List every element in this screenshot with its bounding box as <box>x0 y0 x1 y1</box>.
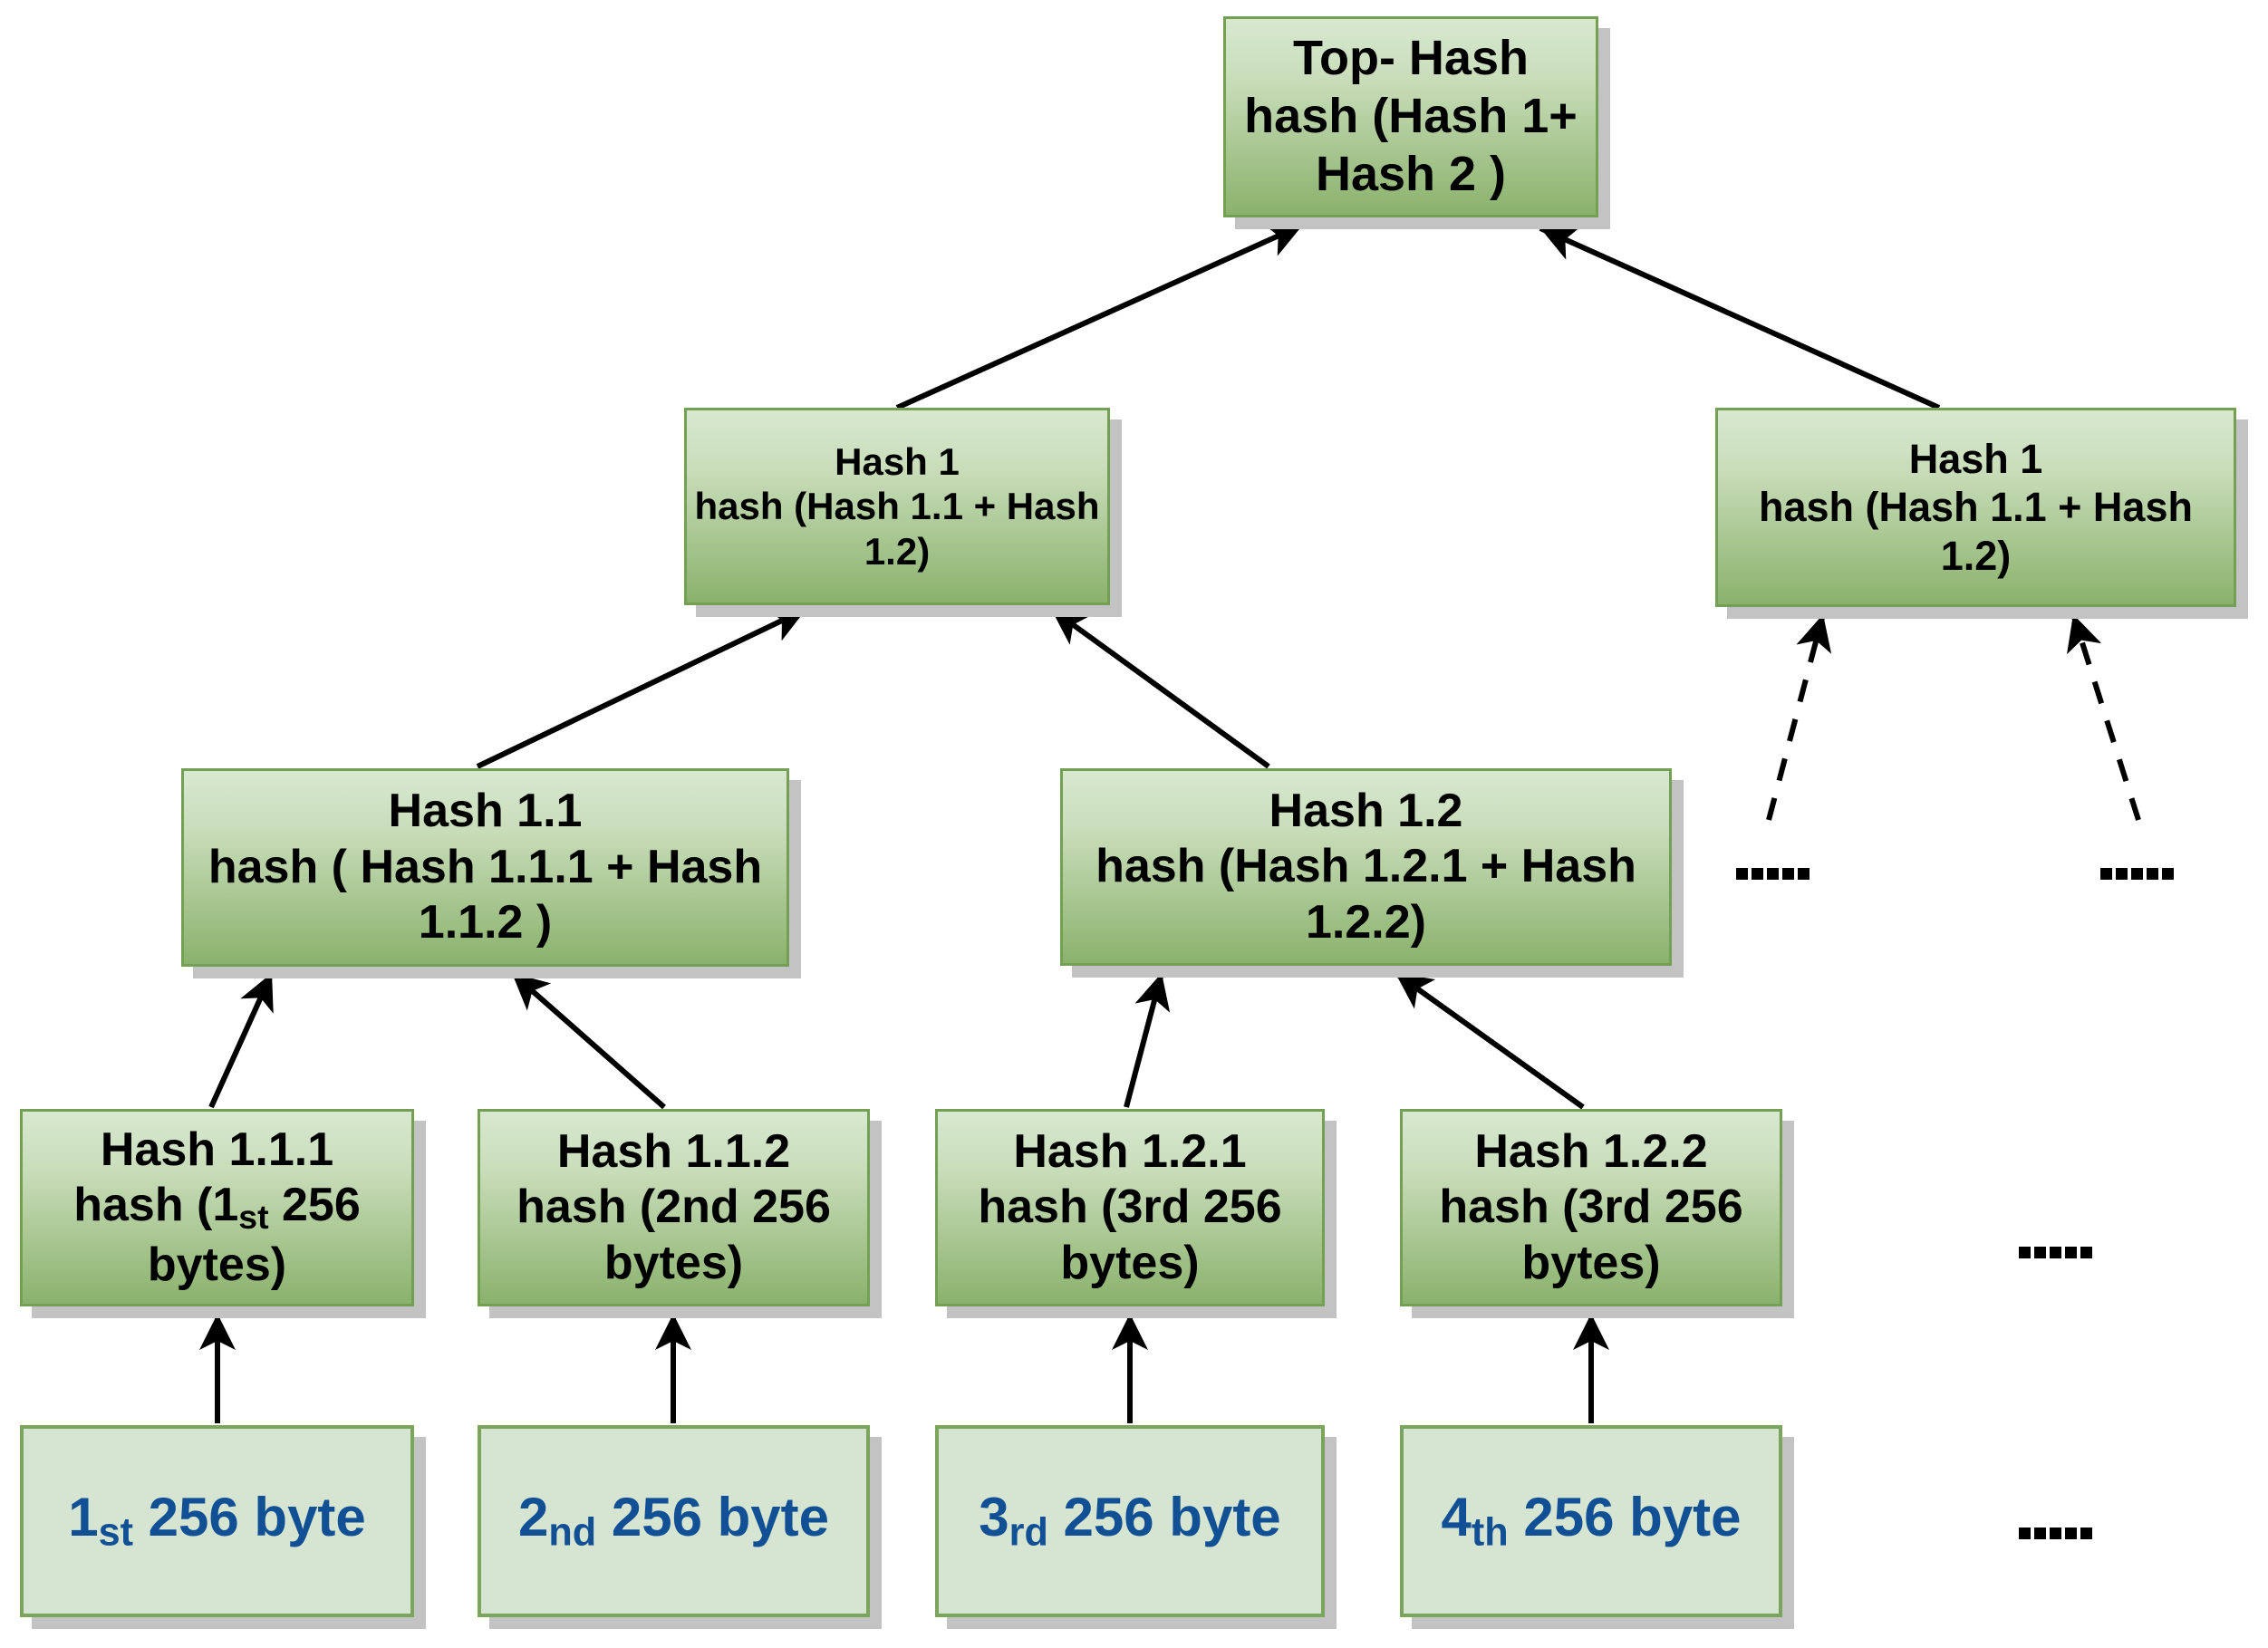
arrow-ellipsis-right-to-hash-1-right <box>2067 613 2141 821</box>
arrow-hash-1-2-to-hash-1-left <box>1049 606 1270 769</box>
arrow-hash-1-1-to-hash-1-left <box>476 606 808 769</box>
arrow-hash-1-right-to-top-hash <box>1539 226 1941 410</box>
arrow-hash-1-2-2-to-hash-1-2 <box>1394 970 1585 1110</box>
arrow-hash-1-2-1-to-hash-1-2 <box>1124 972 1171 1108</box>
arrow-hash-1-1-2-to-hash-1-1 <box>510 970 666 1110</box>
arrow-hash-1-left-to-top-hash <box>895 222 1305 410</box>
arrow-ellipsis-left-to-hash-1-right <box>1766 613 1832 821</box>
arrow-hash-1-1-1-to-hash-1-1 <box>208 971 275 1109</box>
